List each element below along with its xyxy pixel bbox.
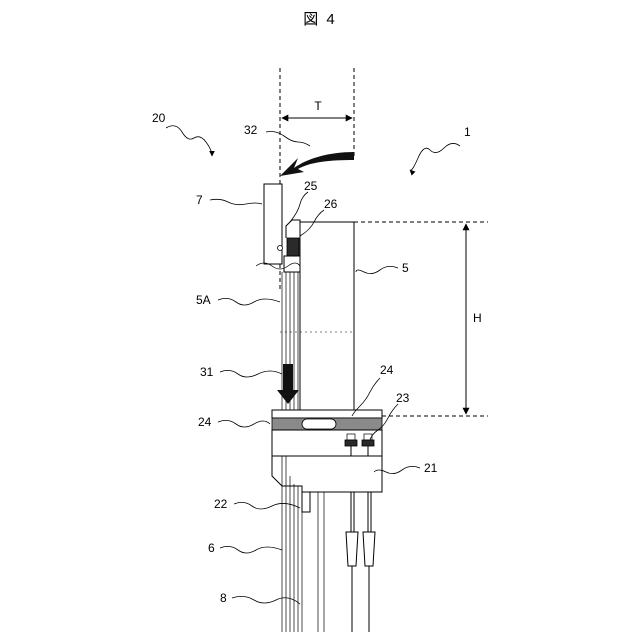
figure-title: 図 4 (303, 11, 337, 28)
label-7: 7 (196, 193, 203, 207)
label-24-right: 24 (380, 363, 394, 377)
connector-left (346, 492, 358, 632)
assembly-1-pointer (410, 143, 460, 170)
block-21 (272, 456, 382, 492)
label-21: 21 (424, 461, 438, 475)
member-7-pin (278, 246, 283, 251)
label-26: 26 (324, 197, 338, 211)
assembly-20-pointer (166, 126, 212, 156)
dimension-t-label: T (314, 99, 322, 113)
label-5: 5 (402, 261, 409, 275)
dimension-h-label: H (473, 311, 482, 325)
seal-24-window (302, 419, 336, 429)
leader-24-left (218, 420, 270, 427)
label-24-left: 24 (198, 415, 212, 429)
label-23: 23 (396, 391, 410, 405)
downward-flow-arrow (277, 364, 299, 404)
label-1: 1 (464, 125, 471, 139)
plate-24-upper (272, 410, 382, 418)
pipe-22 (302, 492, 310, 512)
leader-6 (220, 546, 282, 553)
leader-31 (220, 370, 282, 377)
member-7-plate (264, 184, 282, 264)
element-25-bracket (286, 220, 300, 238)
label-20: 20 (152, 111, 166, 125)
element-26-block (287, 238, 299, 256)
label-31: 31 (200, 365, 214, 379)
label-22: 22 (214, 497, 228, 511)
leader-25 (290, 192, 308, 222)
leader-32 (266, 132, 310, 147)
label-25: 25 (304, 179, 318, 193)
label-32: 32 (244, 123, 258, 137)
leader-5 (356, 266, 398, 273)
leader-5a (218, 298, 280, 305)
body-5 (300, 222, 354, 416)
leader-7 (210, 199, 262, 204)
connector-right (363, 492, 375, 632)
label-5a: 5A (196, 293, 211, 307)
label-8: 8 (220, 591, 227, 605)
curved-flow-arrow (280, 152, 354, 176)
label-6: 6 (208, 541, 215, 555)
